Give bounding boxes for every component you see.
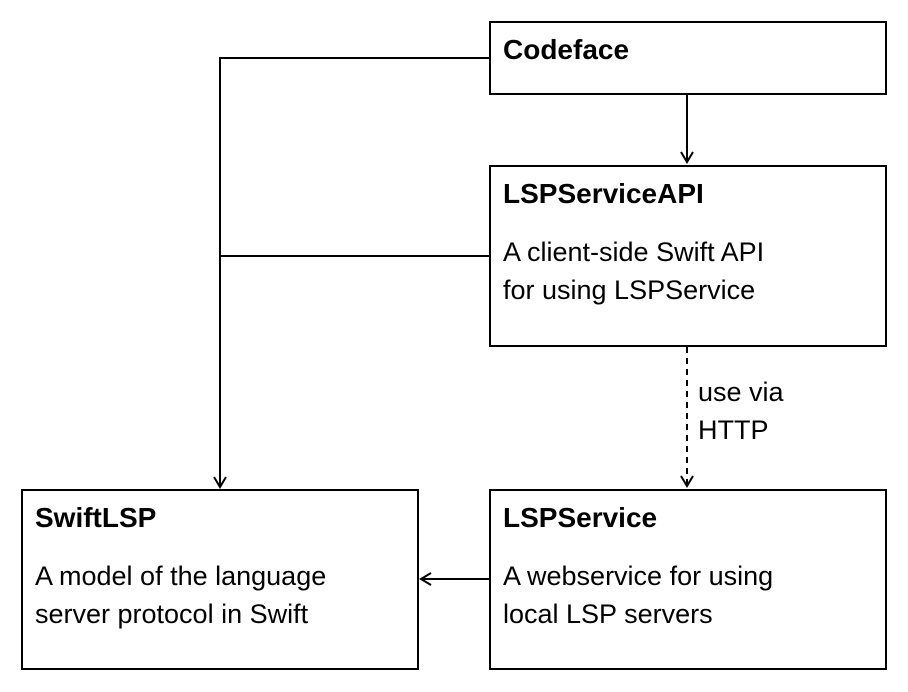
node-codeface: Codeface <box>489 21 887 95</box>
node-lspservice: LSPService A webservice for using local … <box>489 489 887 670</box>
node-lspserviceapi-description-line: A client-side Swift API <box>503 237 765 267</box>
node-lspservice-title: LSPService <box>503 502 658 533</box>
node-lspservice-description-line: A webservice for using <box>503 561 774 591</box>
node-swiftlsp-description: A model of the language server protocol … <box>35 557 405 633</box>
node-lspserviceapi: LSPServiceAPI A client-side Swift API fo… <box>489 165 887 347</box>
edge-label-line: use via <box>698 377 784 407</box>
node-swiftlsp-description-line: server protocol in Swift <box>35 599 309 629</box>
node-swiftlsp-description-line: A model of the language <box>35 561 327 591</box>
node-lspserviceapi-description-line: for using LSPService <box>503 275 756 305</box>
edge-label-use-via-http: use via HTTP <box>698 373 784 449</box>
node-swiftlsp: SwiftLSP A model of the language server … <box>21 489 419 670</box>
node-lspservice-description-line: local LSP servers <box>503 599 713 629</box>
node-lspservice-description: A webservice for using local LSP servers <box>503 557 873 633</box>
node-swiftlsp-title: SwiftLSP <box>35 502 157 533</box>
node-lspserviceapi-title: LSPServiceAPI <box>503 178 704 209</box>
node-lspserviceapi-description: A client-side Swift API for using LSPSer… <box>503 233 873 309</box>
node-codeface-title: Codeface <box>503 34 630 65</box>
edge-label-line: HTTP <box>698 415 769 445</box>
edge-codeface-to-swiftlsp <box>213 57 490 489</box>
